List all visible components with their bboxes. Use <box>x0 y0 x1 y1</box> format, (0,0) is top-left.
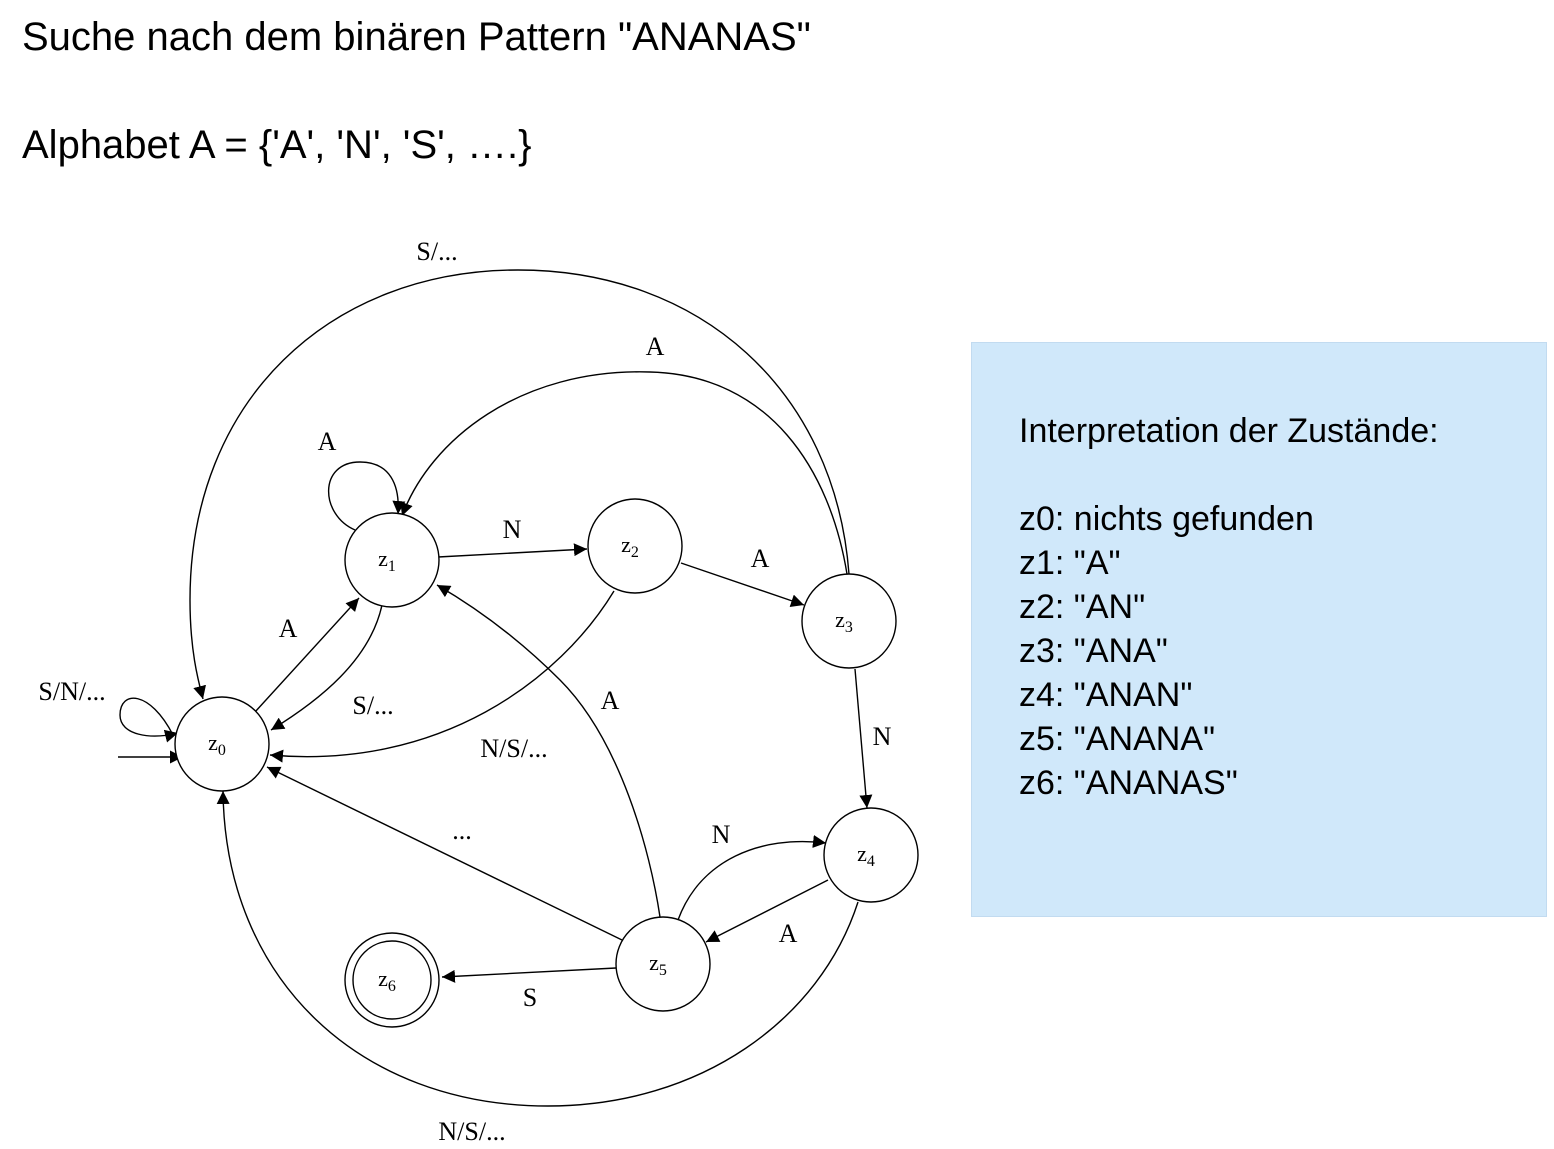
edge-label-z5-z1: A <box>601 686 620 715</box>
panel-item-z3: z3: "ANA" <box>1019 632 1168 670</box>
edge-label-z5-z6: S <box>523 983 537 1012</box>
edge-label-z1-z1: A <box>318 427 337 456</box>
edge-label-z0-z1: A <box>279 614 298 643</box>
edge-label-z4-z5: A <box>779 919 798 948</box>
edge-label-z4-z0: N/S/... <box>438 1117 505 1146</box>
edge-label-z5-z0: ... <box>452 816 472 845</box>
edge-z4-z0 <box>216 790 859 1107</box>
state-z0 <box>174 696 270 792</box>
panel-item-z5: z5: "ANANA" <box>1019 720 1216 758</box>
state-z1 <box>344 512 440 608</box>
state-z4 <box>823 807 919 903</box>
state-label-z1: z1 <box>378 546 396 575</box>
edge-label-z1-z0: S/... <box>352 691 393 720</box>
edge-label-z0-z0: S/N/... <box>38 677 105 706</box>
panel-item-z1: z1: "A" <box>1019 544 1121 582</box>
state-z6-inner <box>352 940 432 1020</box>
edge-z5-z1 <box>436 584 661 918</box>
panel-item-z4: z4: "ANAN" <box>1019 676 1193 714</box>
edge-label-z3-z4: N <box>873 722 892 751</box>
state-interpretation-panel: Interpretation der Zustände: z0: nichts … <box>971 342 1547 917</box>
edge-z2-z0 <box>269 590 615 763</box>
edge-label-z2-z0: N/S/... <box>480 734 547 763</box>
state-z5 <box>615 916 711 1012</box>
state-label-z0: z0 <box>208 730 226 759</box>
edge-label-z3-z1: A <box>646 332 665 361</box>
edge-z5-z6 <box>441 967 617 983</box>
edge-z1-z2 <box>437 543 588 558</box>
state-label-z2: z2 <box>621 532 639 561</box>
state-z2 <box>587 498 683 594</box>
state-label-z4: z4 <box>857 841 875 870</box>
edge-z0-z0 <box>119 697 179 743</box>
panel-item-z2: z2: "AN" <box>1019 588 1146 626</box>
edge-label-z3-z0: S/... <box>416 237 457 266</box>
state-label-z5: z5 <box>649 950 667 979</box>
state-label-z6: z6 <box>378 966 396 995</box>
edge-label-z1-z2: N <box>503 515 522 544</box>
edge-z3-z4 <box>854 668 873 809</box>
alphabet-definition: Alphabet A = {'A', 'N', 'S', ….} <box>22 123 532 167</box>
edge-z1-z0 <box>270 604 383 731</box>
edge-z2-z3 <box>680 562 805 607</box>
panel-item-z0: z0: nichts gefunden <box>1019 500 1314 538</box>
state-z3 <box>801 573 897 669</box>
edge-z5-z4 <box>677 834 827 921</box>
edge-label-z2-z3: A <box>751 544 770 573</box>
edge-label-z5-z4: N <box>712 820 731 849</box>
panel-heading: Interpretation der Zustände: <box>1019 412 1439 450</box>
edge-z4-z5 <box>705 879 829 943</box>
state-diagram: z0 z1 z2 z3 z4 z5 z6 S/... A A N A A S/N… <box>38 237 919 1146</box>
page-title: Suche nach dem binären Pattern "ANANAS" <box>22 15 811 59</box>
edge-z3-z0 <box>189 269 850 700</box>
panel-item-z6: z6: "ANANAS" <box>1019 764 1238 802</box>
edge-z3-z1 <box>400 371 848 575</box>
panel-spacer <box>1019 453 1439 497</box>
edge-z5-z0 <box>266 766 623 941</box>
state-interpretation-text: Interpretation der Zustände: z0: nichts … <box>1019 409 1439 805</box>
state-label-z3: z3 <box>835 607 853 636</box>
edge-z1-z1 <box>327 461 406 531</box>
edge-z0-z1 <box>254 597 360 713</box>
